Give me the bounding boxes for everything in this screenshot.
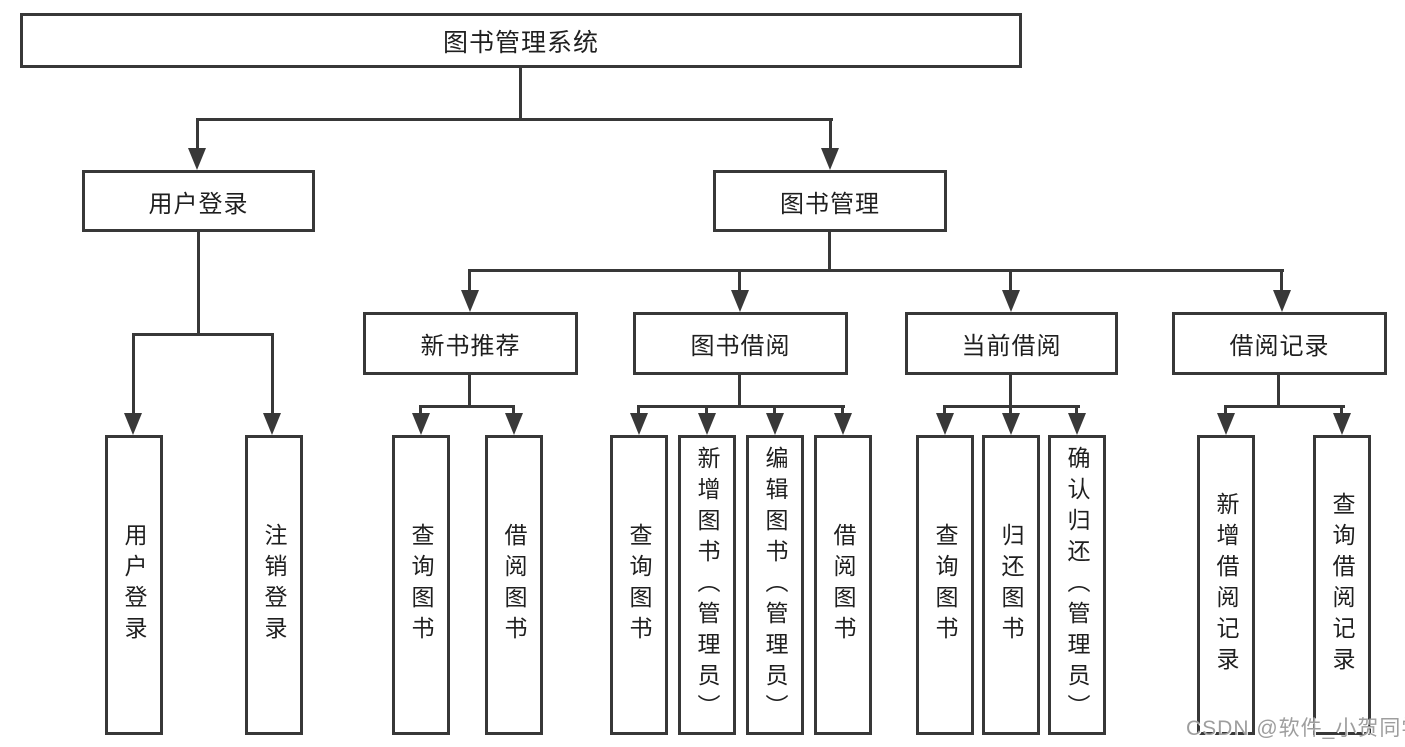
leaf-borrow-query-book: 查询图书 <box>610 435 668 735</box>
connector-group1-stem <box>468 375 471 408</box>
node-new-book-recommend: 新书推荐 <box>363 312 578 375</box>
connector-group4-drop-2 <box>1340 405 1343 417</box>
node-book-borrow-label: 图书借阅 <box>690 333 791 360</box>
connector-group3-drop-2 <box>1009 405 1012 417</box>
connector-group2-drop-1 <box>637 405 640 417</box>
connector-group1-drop-1 <box>419 405 422 417</box>
leaf-current-query-book: 查询图书 <box>916 435 974 735</box>
leaf-record-add-record: 新增借阅记录 <box>1197 435 1255 735</box>
connector-mgmt-drop-3 <box>1009 269 1012 294</box>
arrowhead-down-icon <box>1273 290 1291 312</box>
leaf-record-query-record-label: 查询借阅记录 <box>1329 492 1355 678</box>
node-current-borrow: 当前借阅 <box>905 312 1118 375</box>
leaf-recommend-query-book-label: 查询图书 <box>408 523 434 647</box>
connector-group1-rail <box>419 405 515 408</box>
leaf-current-confirm-return-admin: 确认归还（管理员） <box>1048 435 1106 735</box>
leaf-record-add-record-label: 新增借阅记录 <box>1213 492 1239 678</box>
leaf-recommend-borrow-book: 借阅图书 <box>485 435 543 735</box>
leaf-recommend-borrow-book-label: 借阅图书 <box>501 523 527 647</box>
arrowhead-down-icon <box>731 290 749 312</box>
leaf-borrow-query-book-label: 查询图书 <box>626 523 652 647</box>
leaf-logout: 注销登录 <box>245 435 303 735</box>
connector-login-drop-2 <box>271 333 274 415</box>
arrowhead-down-icon <box>1068 413 1086 435</box>
connector-group2-drop-4 <box>841 405 844 417</box>
connector-mgmt-stem <box>828 232 831 272</box>
leaf-borrow-add-book-admin-label: 新增图书（管理员） <box>694 445 720 725</box>
leaf-current-return-book: 归还图书 <box>982 435 1040 735</box>
arrowhead-down-icon <box>936 413 954 435</box>
leaf-borrow-edit-book-admin-label: 编辑图书（管理员） <box>762 445 788 725</box>
node-book-management-label: 图书管理 <box>780 190 880 218</box>
arrowhead-down-icon <box>263 413 281 435</box>
connector-group3-stem <box>1009 375 1012 408</box>
connector-mgmt-drop-2 <box>738 269 741 294</box>
node-borrow-record: 借阅记录 <box>1172 312 1387 375</box>
node-user-login: 用户登录 <box>82 170 315 232</box>
arrowhead-down-icon <box>1002 413 1020 435</box>
connector-root-drop-left <box>196 118 199 150</box>
connector-login-drop-1 <box>132 333 135 415</box>
leaf-current-confirm-return-admin-label: 确认归还（管理员） <box>1064 445 1090 725</box>
node-root-system: 图书管理系统 <box>20 13 1022 68</box>
arrowhead-down-icon <box>698 413 716 435</box>
arrowhead-down-icon <box>412 413 430 435</box>
connector-login-rail <box>132 333 274 336</box>
csdn-watermark: CSDN @软件_小贺同学 <box>1186 717 1405 740</box>
leaf-borrow-edit-book-admin: 编辑图书（管理员） <box>746 435 804 735</box>
arrowhead-down-icon <box>630 413 648 435</box>
arrowhead-down-icon <box>188 148 206 170</box>
connector-mgmt-rail <box>468 269 1284 272</box>
leaf-user-login-label: 用户登录 <box>121 523 147 647</box>
connector-root-stem <box>519 68 522 120</box>
leaf-recommend-query-book: 查询图书 <box>392 435 450 735</box>
connector-mgmt-drop-4 <box>1280 269 1283 294</box>
node-book-borrow: 图书借阅 <box>633 312 848 375</box>
arrowhead-down-icon <box>461 290 479 312</box>
arrowhead-down-icon <box>834 413 852 435</box>
leaf-borrow-borrow-book: 借阅图书 <box>814 435 872 735</box>
connector-group2-drop-2 <box>705 405 708 417</box>
arrowhead-down-icon <box>766 413 784 435</box>
connector-group2-rail <box>637 405 845 408</box>
arrowhead-down-icon <box>1217 413 1235 435</box>
connector-group1-drop-2 <box>512 405 515 417</box>
connector-mgmt-drop-1 <box>468 269 471 294</box>
leaf-record-query-record: 查询借阅记录 <box>1313 435 1371 735</box>
connector-group4-rail <box>1224 405 1345 408</box>
leaf-user-login: 用户登录 <box>105 435 163 735</box>
node-borrow-record-label: 借阅记录 <box>1229 333 1330 360</box>
connector-group4-drop-1 <box>1224 405 1227 417</box>
connector-root-rail <box>196 118 833 121</box>
connector-group2-stem <box>738 375 741 408</box>
arrowhead-down-icon <box>821 148 839 170</box>
leaf-borrow-add-book-admin: 新增图书（管理员） <box>678 435 736 735</box>
leaf-logout-label: 注销登录 <box>261 523 287 647</box>
connector-group3-drop-1 <box>943 405 946 417</box>
connector-group4-stem <box>1277 375 1280 408</box>
node-new-book-recommend-label: 新书推荐 <box>420 333 521 360</box>
node-book-management: 图书管理 <box>713 170 947 232</box>
arrowhead-down-icon <box>505 413 523 435</box>
node-user-login-label: 用户登录 <box>148 190 249 218</box>
connector-root-drop-right <box>829 118 832 150</box>
leaf-current-return-book-label: 归还图书 <box>998 523 1024 647</box>
leaf-borrow-borrow-book-label: 借阅图书 <box>830 523 856 647</box>
arrowhead-down-icon <box>1002 290 1020 312</box>
arrowhead-down-icon <box>124 413 142 435</box>
node-root-label: 图书管理系统 <box>442 28 599 57</box>
connector-group3-drop-3 <box>1075 405 1078 417</box>
connector-group2-drop-3 <box>773 405 776 417</box>
node-current-borrow-label: 当前借阅 <box>961 333 1062 360</box>
arrowhead-down-icon <box>1333 413 1351 435</box>
connector-login-stem <box>197 232 200 336</box>
leaf-current-query-book-label: 查询图书 <box>932 523 958 647</box>
